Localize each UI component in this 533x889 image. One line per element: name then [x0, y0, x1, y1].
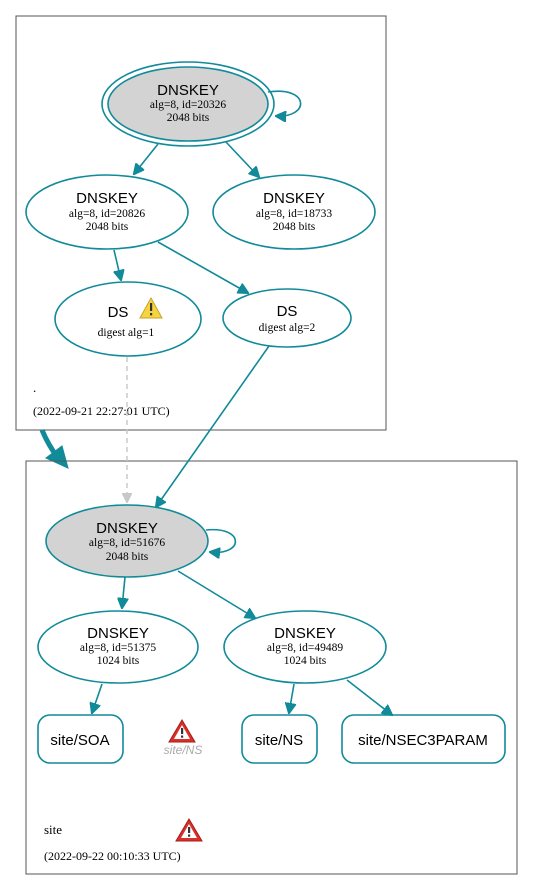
root-ksk-node[interactable]: DNSKEY alg=8, id=20326 2048 bits	[101, 61, 275, 147]
edge-root-ksk-zsk2	[225, 141, 259, 177]
site-zsk2-line1: alg=8, id=49489	[267, 642, 343, 654]
root-zone: DNSKEY alg=8, id=20326 2048 bits DNSKEY …	[15, 15, 387, 431]
rrset-nsec3param-label: site/NSEC3PARAM	[358, 732, 488, 749]
root-zsk2-line1: alg=8, id=18733	[256, 208, 332, 220]
ds1-line1: digest alg=1	[98, 327, 155, 339]
zone-error-icon	[175, 818, 203, 842]
root-ksk-title: DNSKEY	[157, 82, 219, 99]
edge-site-ksk-zsk2	[177, 570, 255, 618]
site-zone: DNSKEY alg=8, id=51676 2048 bits DNSKEY …	[25, 345, 518, 875]
edge-ds2-site-ksk	[156, 345, 270, 507]
missing-ns-node[interactable]: site/NS	[164, 719, 203, 757]
edge-zsk1-soa	[92, 683, 103, 713]
root-zsk2-node[interactable]: DNSKEY alg=8, id=18733 2048 bits	[212, 174, 376, 250]
edge-zsk1-ds2	[157, 241, 248, 293]
delegation-arrow	[39, 429, 69, 469]
ds2-line1: digest alg=2	[259, 322, 316, 334]
site-zsk1-line2: 1024 bits	[97, 655, 140, 667]
site-zsk2-line2: 1024 bits	[284, 655, 327, 667]
root-zsk2-line2: 2048 bits	[273, 221, 316, 233]
site-ksk-title: DNSKEY	[96, 520, 158, 537]
rrset-soa-label: site/SOA	[50, 732, 109, 749]
root-zsk1-line1: alg=8, id=20826	[69, 208, 145, 220]
root-zsk2-title: DNSKEY	[263, 190, 325, 207]
site-zone-name: site	[44, 822, 62, 837]
root-zone-timestamp: (2022-09-21 22:27:01 UTC)	[33, 404, 170, 418]
root-ksk-line2: 2048 bits	[167, 112, 210, 124]
site-ksk-line2: 2048 bits	[106, 551, 149, 563]
site-zsk1-title: DNSKEY	[87, 625, 149, 642]
site-ksk-self-edge	[205, 528, 237, 553]
site-zsk1-line1: alg=8, id=51375	[80, 642, 156, 654]
ds2-node[interactable]: DS digest alg=2	[222, 288, 352, 348]
error-icon	[168, 719, 196, 743]
root-zsk1-node[interactable]: DNSKEY alg=8, id=20826 2048 bits	[25, 174, 189, 250]
rrset-nsec3param[interactable]: site/NSEC3PARAM	[341, 714, 506, 764]
root-ksk-self-edge	[267, 90, 302, 116]
edge-zsk2-ns	[289, 683, 294, 713]
site-zone-timestamp: (2022-09-22 00:10:33 UTC)	[44, 849, 181, 863]
rrset-soa[interactable]: site/SOA	[37, 714, 124, 764]
ds1-title: DS	[108, 304, 129, 321]
edge-zsk2-nsec3param	[346, 679, 392, 715]
site-zsk1-node[interactable]: DNSKEY alg=8, id=51375 1024 bits	[37, 610, 199, 684]
rrset-ns[interactable]: site/NS	[241, 714, 318, 764]
edge-root-ksk-zsk1	[134, 143, 159, 174]
ds2-title: DS	[277, 303, 298, 320]
site-ksk-line1: alg=8, id=51676	[89, 537, 165, 549]
root-zone-box	[15, 15, 387, 431]
edge-zsk1-ds1	[113, 249, 121, 280]
missing-ns-label: site/NS	[164, 743, 203, 757]
edge-site-ksk-zsk1	[122, 576, 125, 608]
site-zsk2-title: DNSKEY	[274, 625, 336, 642]
root-zsk1-title: DNSKEY	[76, 190, 138, 207]
root-zone-name: .	[33, 380, 36, 395]
root-zsk1-line2: 2048 bits	[86, 221, 129, 233]
site-zone-box	[25, 460, 518, 875]
site-zsk2-node[interactable]: DNSKEY alg=8, id=49489 1024 bits	[223, 610, 387, 684]
ds1-node[interactable]: DS digest alg=1	[54, 281, 202, 357]
site-ksk-node[interactable]: DNSKEY alg=8, id=51676 2048 bits	[45, 504, 209, 578]
root-ksk-line1: alg=8, id=20326	[150, 99, 226, 111]
warning-icon	[139, 296, 163, 319]
rrset-ns-label: site/NS	[255, 732, 303, 749]
